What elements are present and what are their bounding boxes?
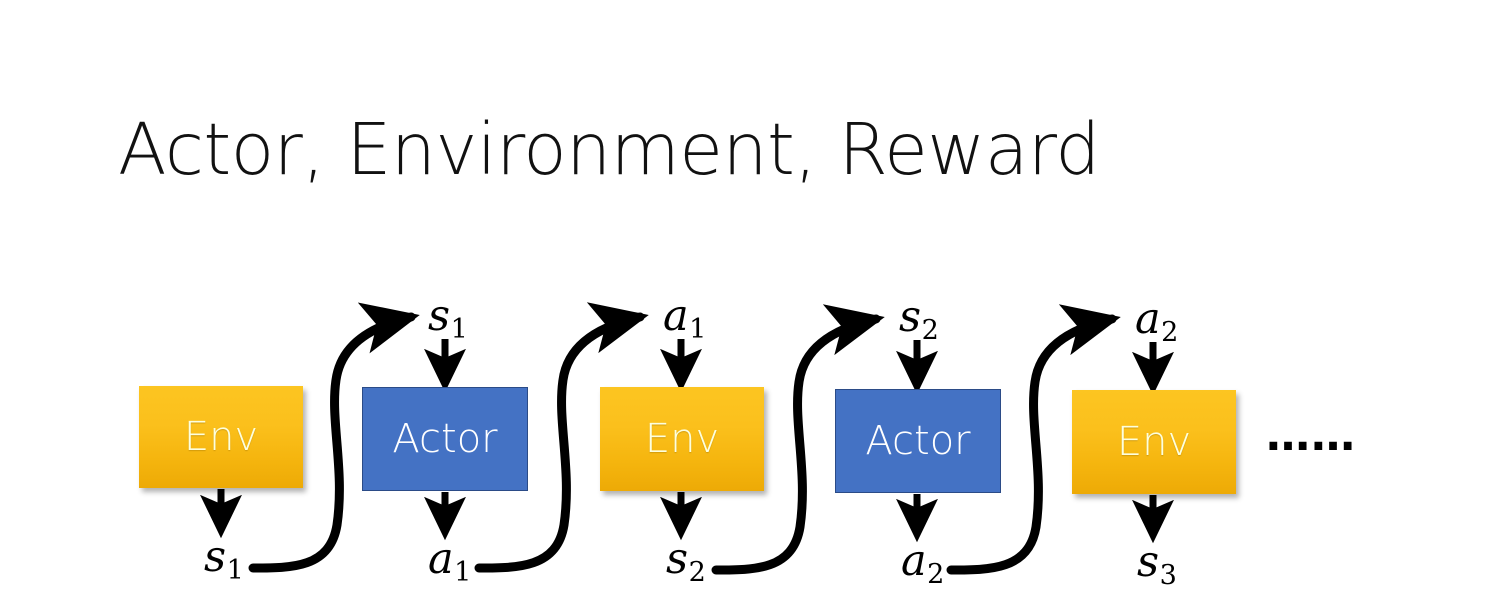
env-box-3[interactable]: Env — [1072, 390, 1236, 494]
bottom-label-a1: a1 — [428, 534, 472, 589]
bottom-label-s1: s1 — [204, 532, 244, 587]
env-box-2[interactable]: Env — [600, 387, 764, 491]
actor-box-1[interactable]: Actor — [362, 387, 528, 491]
actor-box-2[interactable]: Actor — [835, 389, 1001, 493]
env-box-2-label: Env — [644, 416, 720, 462]
arrows-box-to-label — [200, 489, 1175, 544]
env-box-1-label: Env — [183, 414, 259, 460]
bottom-label-s2: s2 — [666, 534, 706, 589]
env-box-3-label: Env — [1116, 419, 1192, 465]
actor-box-1-label: Actor — [392, 416, 498, 462]
env-box-1[interactable]: Env — [139, 386, 303, 488]
top-label-a2: a2 — [1135, 294, 1179, 349]
actor-box-2-label: Actor — [865, 418, 971, 464]
page-title: Actor, Environment, Reward — [118, 108, 1100, 191]
arrows-label-to-box — [424, 339, 1175, 396]
top-label-s1: s1 — [428, 291, 468, 346]
ellipsis-continuation: …… — [1266, 410, 1356, 461]
top-label-s2: s2 — [899, 292, 939, 347]
bottom-label-s3: s3 — [1137, 537, 1177, 592]
top-label-a1: a1 — [663, 291, 707, 346]
bottom-label-a2: a2 — [901, 536, 945, 591]
